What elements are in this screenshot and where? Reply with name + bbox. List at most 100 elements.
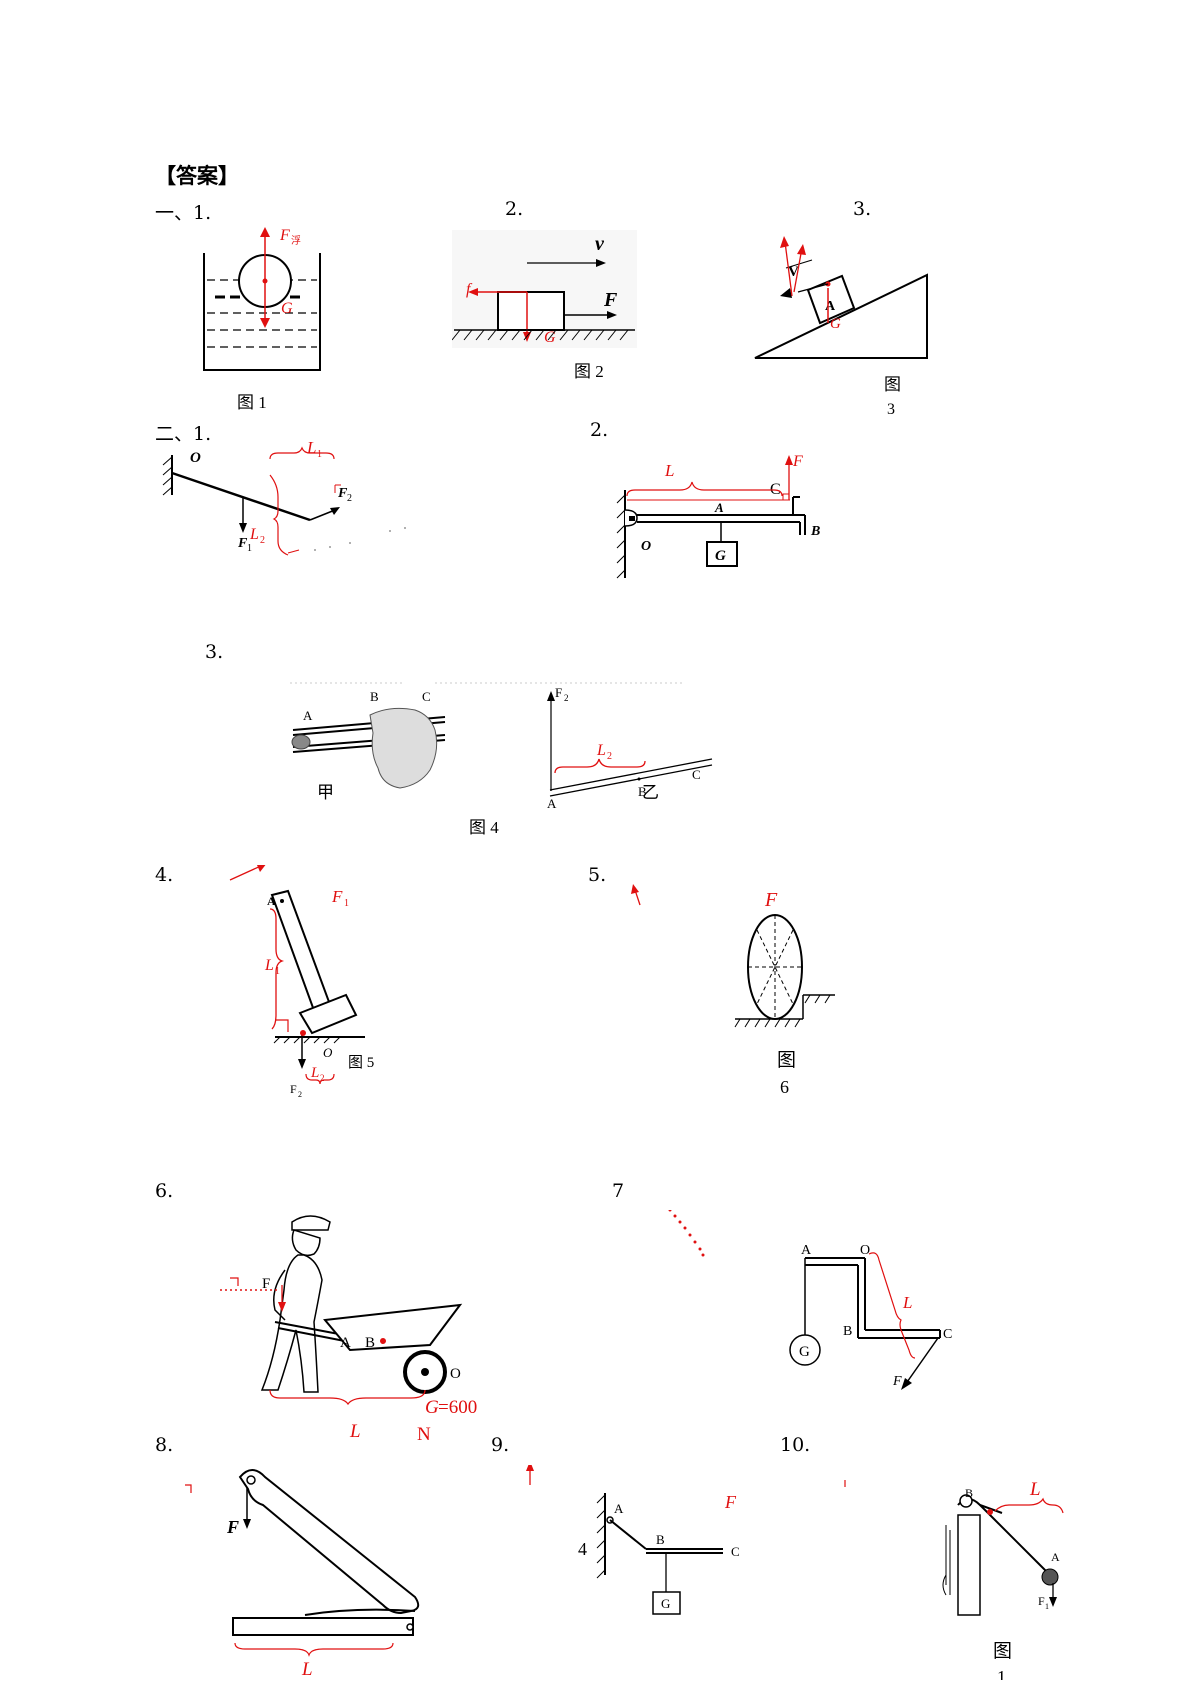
q-2-1-label: 二、1. <box>155 423 212 445</box>
fig5-l2-sub: 2 <box>320 1073 325 1083</box>
q22-g-label: G <box>715 548 726 564</box>
fig3-v-label: V <box>788 264 799 280</box>
q210-f1-label: F <box>1038 1594 1045 1608</box>
q27-l-label: L <box>902 1293 912 1312</box>
q28-l-label: L <box>301 1659 313 1680</box>
fig5-l2-label: L <box>310 1065 319 1081</box>
fig3-g-label: G <box>830 316 841 332</box>
q22-b-label: B <box>810 524 820 539</box>
q26-g-value: =600 <box>438 1397 477 1418</box>
q29-num-label: 4 <box>578 1539 587 1559</box>
q26-b-label: B <box>365 1335 375 1351</box>
figure-q2-8-tongs: F L <box>185 1469 420 1680</box>
fig1-caption: 图 1 <box>237 393 267 412</box>
q26-unit: N <box>417 1424 431 1445</box>
q-2-5-label: 5. <box>588 864 607 886</box>
q21-o-label: O <box>190 450 201 466</box>
fig1-f-sub: 浮 <box>291 235 301 247</box>
fig1-f-label: F <box>279 227 290 244</box>
fig2-v-label: v <box>595 233 605 255</box>
figure-q2-2-lever: C A B O G L F <box>616 453 820 579</box>
figure-q2-7-bent-lever: G A O B C F L <box>668 1210 952 1390</box>
fig4-l2-sub: 2 <box>607 751 612 762</box>
q21-l2-sub: 2 <box>260 535 265 546</box>
q-2-7-label: 7 <box>612 1180 625 1202</box>
q27-c-label: C <box>943 1327 952 1342</box>
q28-f-label: F <box>226 1517 239 1537</box>
q-2-4-label: 4. <box>155 864 174 886</box>
fig2-caption: 图 2 <box>574 362 604 381</box>
q22-f-label: F <box>792 453 803 470</box>
fig4-b-left: B <box>370 689 379 704</box>
fig4-c-right: C <box>692 767 701 782</box>
q26-f-label: F <box>262 1276 270 1292</box>
fig5-a-label: A <box>267 894 276 908</box>
fig1-g-label: G <box>281 300 293 317</box>
fig4-jia: 甲 <box>317 783 334 802</box>
fig6-caption-b: 6 <box>780 1077 789 1097</box>
q26-a-label: A <box>340 1335 351 1351</box>
fig4-f2-label: F <box>555 685 562 700</box>
q29-f-label: F <box>724 1492 737 1512</box>
fig4-l2-label: L <box>596 742 606 759</box>
q29-g-label: G <box>661 1596 670 1611</box>
figure-4-chopsticks: A B C F 2 L 2 A B C 甲 乙 图 4 <box>290 682 713 835</box>
q210-caption-b: 1 <box>997 1667 1006 1680</box>
q27-b-label: B <box>843 1324 852 1339</box>
q22-o-label: O <box>641 539 651 554</box>
q27-g-label: G <box>799 1344 810 1360</box>
q29-a-label: A <box>614 1501 624 1516</box>
q21-f1-label: F <box>237 536 248 551</box>
fig4-a-right: A <box>547 796 557 811</box>
q-2-8-label: 8. <box>155 1434 174 1456</box>
q-2-2-label: 2. <box>590 419 609 441</box>
figure-3-incline-block: A V G 图 3 <box>754 236 928 418</box>
q21-l1-sub: 1 <box>317 449 322 460</box>
q26-l-label: L <box>349 1421 361 1442</box>
q29-b-label: B <box>656 1532 665 1547</box>
q-2-10-label: 10. <box>780 1434 811 1456</box>
figure-q2-1-lever: O F 2 F 1 L 1 L 2 <box>162 438 406 556</box>
answer-header: 【答案】 <box>155 163 239 188</box>
q29-c-label: C <box>731 1544 740 1559</box>
fig4-f2-sub: 2 <box>564 693 569 703</box>
q21-l1-label: L <box>306 438 316 457</box>
q-1-3-label: 3. <box>853 198 872 220</box>
fig4-yi: 乙 <box>642 783 659 802</box>
fig2-F-label: F <box>603 289 618 311</box>
figure-1-floating-ball: F 浮 G 图 1 <box>203 227 321 412</box>
q210-a-label: A <box>1051 1550 1060 1564</box>
fig5-f2-label: F <box>290 1082 297 1096</box>
fig4-a-left: A <box>303 708 313 723</box>
fig4-caption: 图 4 <box>469 818 499 835</box>
fig5-o-label: O <box>323 1045 333 1060</box>
q21-f2-sub: 2 <box>347 493 352 504</box>
figure-q2-6-wheelbarrow: A B O F L G =600 N <box>220 1215 477 1445</box>
q-2-3-label: 3. <box>205 641 224 663</box>
q-1-1-label: 一、1. <box>155 202 212 224</box>
q27-o-label: O <box>860 1243 870 1258</box>
figure-5-hammer: A O F 2 图 5 F 1 L 1 L 2 <box>229 865 374 1099</box>
q210-caption-a: 图 <box>993 1641 1012 1662</box>
fig4-c-left: C <box>422 689 431 704</box>
figure-q2-10-pump: B A F 1 L 图 1 <box>844 1479 1064 1680</box>
q21-l2-label: L <box>249 526 259 543</box>
figure-2-block-friction: v F f G 图 2 <box>452 230 637 381</box>
q210-f1-sub: 1 <box>1045 1602 1049 1611</box>
fig5-f1-sub: 1 <box>344 898 349 909</box>
fig5-f1-label: F <box>331 887 343 906</box>
fig5-caption: 图 5 <box>348 1054 374 1071</box>
fig3-a-label: A <box>825 299 836 314</box>
q21-f2-label: F <box>337 486 348 501</box>
q210-l-label: L <box>1029 1479 1041 1500</box>
fig3-caption-a: 图 <box>884 375 901 394</box>
fig5-f2-sub: 2 <box>298 1090 302 1099</box>
q210-b-label: B <box>965 1486 973 1500</box>
q27-f-label: F <box>892 1374 902 1389</box>
q-2-9-label: 9. <box>491 1434 510 1456</box>
q-1-2-label: 2. <box>505 198 524 220</box>
fig5-l1-label: L <box>264 957 274 974</box>
fig6-caption-a: 图 <box>777 1050 796 1071</box>
fig3-caption-b: 3 <box>887 401 895 418</box>
